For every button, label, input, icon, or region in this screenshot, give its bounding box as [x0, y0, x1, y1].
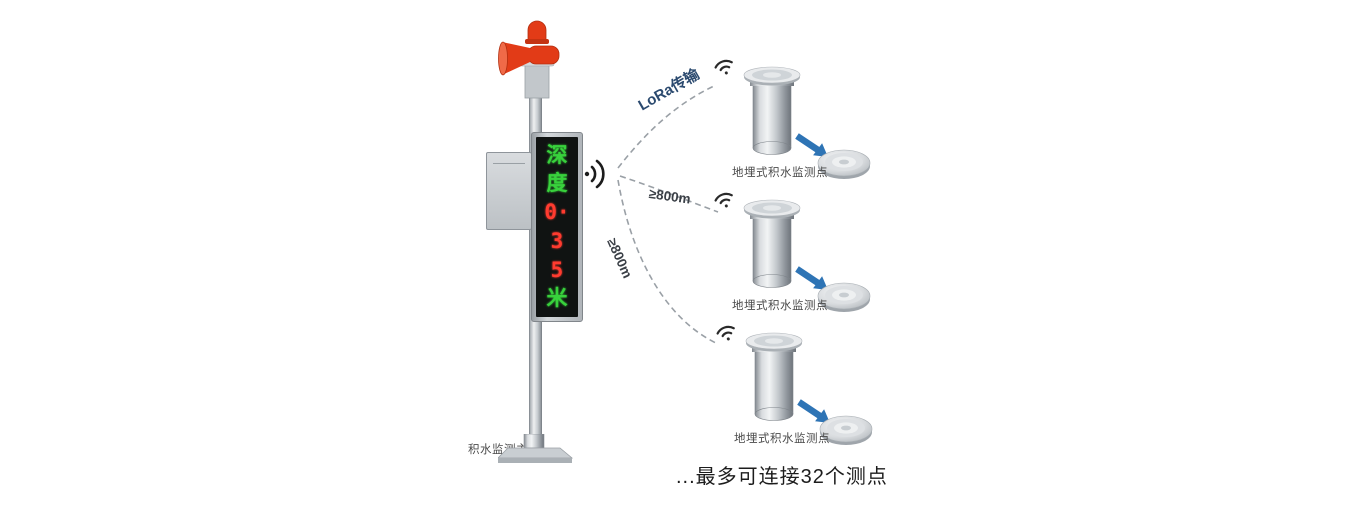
- buried-sensor-cylinder: [743, 66, 801, 155]
- arrow-down-right-icon: [795, 266, 828, 290]
- wifi-icon: [716, 325, 735, 341]
- sensor-label: 地埋式积水监测点: [734, 433, 830, 445]
- link-label-lora: LoRa传输: [635, 65, 703, 115]
- buried-sensor-group: 地埋式积水监测点: [700, 185, 910, 325]
- led-display-screen: 深 度 0· 3 5 米: [536, 137, 578, 317]
- arrow-down-right-icon: [795, 133, 828, 157]
- sensor-disc: [817, 149, 871, 179]
- led-char: 0·: [544, 200, 570, 225]
- led-char: 3: [550, 228, 564, 253]
- buried-sensor-cylinder: [743, 199, 801, 288]
- led-char: 深: [546, 142, 568, 167]
- link-label-range-2: ≥800m: [604, 236, 636, 281]
- buried-sensor-group: 地埋式积水监测点: [702, 318, 912, 458]
- wifi-icon: [714, 59, 733, 75]
- station-base: [498, 434, 574, 463]
- sensor-disc: [817, 282, 871, 312]
- max-points-caption: ...最多可连接32个测点: [676, 466, 888, 488]
- alarm-siren-beacon-icon: [498, 20, 560, 99]
- sensor-label: 地埋式积水监测点: [732, 167, 828, 179]
- wireless-broadcast-icon: [584, 159, 605, 189]
- link-label-range-1: ≥800m: [647, 186, 692, 207]
- sensor-disc: [819, 415, 873, 445]
- led-char: 米: [546, 286, 568, 311]
- led-display: 深 度 0· 3 5 米: [531, 132, 583, 322]
- sensor-label: 地埋式积水监测点: [732, 300, 828, 312]
- buried-sensor-cylinder: [745, 332, 803, 421]
- arrow-down-right-icon: [797, 399, 830, 423]
- wifi-icon: [714, 192, 733, 208]
- led-char: 度: [546, 171, 568, 196]
- buried-sensor-group: 地埋式积水监测点: [700, 52, 910, 192]
- control-cabinet: [486, 152, 532, 230]
- led-char: 5: [550, 257, 564, 282]
